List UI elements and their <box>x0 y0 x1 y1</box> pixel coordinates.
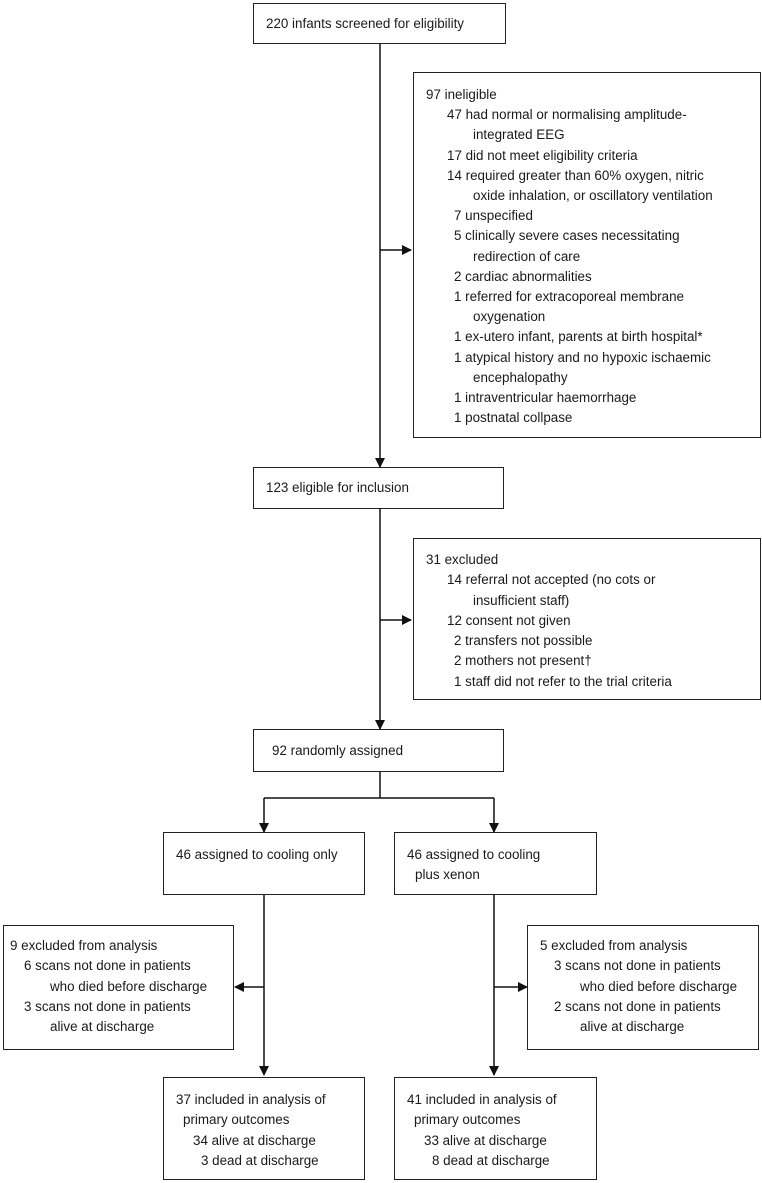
screened-box: 220 infants screened for eligibility <box>253 3 506 44</box>
cooling-analysed-dead: 3 dead at discharge <box>201 1152 319 1168</box>
xenon-excluded-reason-cont: who died before discharge <box>580 978 738 994</box>
xenon-arm-box: 46 assigned to cooling plus xenon <box>394 832 597 895</box>
xenon-analysed-alive: 33 alive at discharge <box>424 1132 547 1148</box>
randomised-text: 92 randomly assigned <box>272 743 404 758</box>
ineligible-reason: 1 ex-utero infant, parents at birth hosp… <box>454 329 703 345</box>
ineligible-reason-cont: oxide inhalation, or oscillatory ventila… <box>473 188 713 204</box>
excluded-reason: 14 referral not accepted (no cots or <box>447 572 656 588</box>
ineligible-reason: 5 clinically severe cases necessitating <box>454 228 680 244</box>
ineligible-reason: 1 postnatal collpase <box>454 410 573 426</box>
ineligible-reason: 47 had normal or normalising amplitude- <box>447 107 687 123</box>
cooling-excluded-reason: 3 scans not done in patients <box>24 998 191 1014</box>
cooling-excluded-reason: 6 scans not done in patients <box>24 958 191 974</box>
ineligible-reason: 1 atypical history and no hypoxic ischae… <box>454 349 711 365</box>
cooling-analysed-box: 37 included in analysis of primary outco… <box>163 1077 365 1180</box>
excluded-reason: 12 consent not given <box>447 612 571 628</box>
ineligible-reason: 7 unspecified <box>454 208 533 224</box>
cooling-excluded-reason-cont: who died before discharge <box>50 978 208 994</box>
cooling-arm-text: 46 assigned to cooling only <box>176 847 338 862</box>
randomised-box: 92 randomly assigned <box>253 729 504 772</box>
xenon-excluded-reason-cont: alive at discharge <box>580 1019 685 1035</box>
cooling-excluded-reason-cont: alive at discharge <box>50 1019 155 1035</box>
screened-text: 220 infants screened for eligibility <box>266 16 464 31</box>
xenon-analysed-heading-cont: primary outcomes <box>414 1112 521 1128</box>
excluded-heading: 31 excluded <box>426 552 499 567</box>
xenon-excluded-heading: 5 excluded from analysis <box>540 938 688 953</box>
excluded-reason: 2 mothers not present† <box>454 653 592 669</box>
excluded-reason: 2 transfers not possible <box>454 633 593 649</box>
ineligible-reason: 17 did not meet eligibility criteria <box>447 147 638 163</box>
xenon-arm-text-cont: plus xenon <box>415 867 480 883</box>
ineligible-reason-cont: encephalopathy <box>473 369 568 385</box>
cooling-excluded-box: 9 excluded from analysis 6 scans not don… <box>3 925 234 1050</box>
xenon-excluded-reason: 3 scans not done in patients <box>554 958 721 974</box>
cooling-analysed-heading-cont: primary outcomes <box>183 1112 290 1128</box>
excluded-reason-cont: insufficient staff) <box>473 592 570 608</box>
cooling-excluded-heading: 9 excluded from analysis <box>10 938 158 953</box>
xenon-excluded-reason: 2 scans not done in patients <box>554 998 721 1014</box>
cooling-analysed-heading: 37 included in analysis of <box>176 1092 326 1107</box>
ineligible-reason-cont: integrated EEG <box>473 127 565 143</box>
xenon-arm-text: 46 assigned to cooling <box>407 847 541 862</box>
cooling-analysed-alive: 34 alive at discharge <box>193 1132 316 1148</box>
xenon-excluded-box: 5 excluded from analysis 3 scans not don… <box>527 925 759 1050</box>
ineligible-heading: 97 ineligible <box>426 87 497 102</box>
ineligible-reason-cont: redirection of care <box>473 248 581 264</box>
ineligible-reason: 2 cardiac abnormalities <box>454 268 592 284</box>
xenon-analysed-box: 41 included in analysis of primary outco… <box>394 1077 597 1180</box>
eligible-box: 123 eligible for inclusion <box>253 467 504 509</box>
xenon-analysed-heading: 41 included in analysis of <box>407 1092 557 1107</box>
ineligible-reason-cont: oxygenation <box>473 309 546 325</box>
ineligible-reason: 1 referred for extracoporeal membrane <box>454 289 684 305</box>
ineligible-reason: 14 required greater than 60% oxygen, nit… <box>447 167 704 183</box>
eligible-text: 123 eligible for inclusion <box>266 480 409 495</box>
excluded-reason: 1 staff did not refer to the trial crite… <box>454 673 672 689</box>
ineligible-box: 97 ineligible 47 had normal or normalisi… <box>413 72 761 438</box>
cooling-arm-box: 46 assigned to cooling only <box>163 832 365 895</box>
xenon-analysed-dead: 8 dead at discharge <box>432 1152 550 1168</box>
ineligible-reason: 1 intraventricular haemorrhage <box>454 390 637 406</box>
excluded-box: 31 excluded 14 referral not accepted (no… <box>413 538 761 700</box>
